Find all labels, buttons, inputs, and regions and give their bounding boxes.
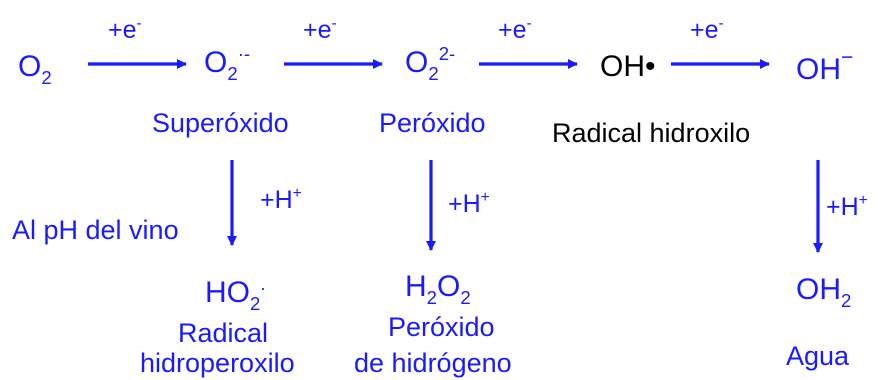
name-hydroperoxyl-line1: Radical [178, 318, 269, 348]
product-hydroperoxyl: HO2. [205, 273, 266, 314]
name-hydrogen-peroxide-line2: de hidrógeno [354, 348, 512, 378]
electron-label-1: +e- [108, 15, 142, 44]
name-peroxide: Peróxido [379, 108, 486, 138]
species-o2: O2 [18, 50, 52, 88]
product-hydrogen-peroxide: H2O2 [405, 270, 471, 308]
name-superoxide: Superóxido [152, 108, 289, 138]
proton-label-1: +H+ [260, 185, 302, 214]
condition-wine-ph: Al pH del vino [12, 215, 179, 245]
name-hydroperoxyl-line2: hidroperoxilo [140, 348, 295, 378]
electron-label-3: +e- [498, 15, 532, 44]
species-superoxide: O2·- [204, 43, 251, 84]
name-water: Agua [786, 341, 850, 371]
species-peroxide: O22- [405, 43, 456, 84]
proton-label-3: +H+ [826, 192, 868, 221]
proton-label-2: +H+ [448, 189, 490, 218]
electron-label-2: +e- [303, 15, 337, 44]
name-hydrogen-peroxide-line1: Peróxido [388, 312, 495, 342]
species-hydroxyl-radical: OH• [600, 50, 656, 83]
electron-label-4: +e- [690, 15, 724, 44]
name-hydroxyl-radical: Radical hidroxilo [552, 118, 751, 148]
species-hydroxide: OH− [796, 46, 854, 86]
product-water: OH2 [796, 273, 852, 311]
